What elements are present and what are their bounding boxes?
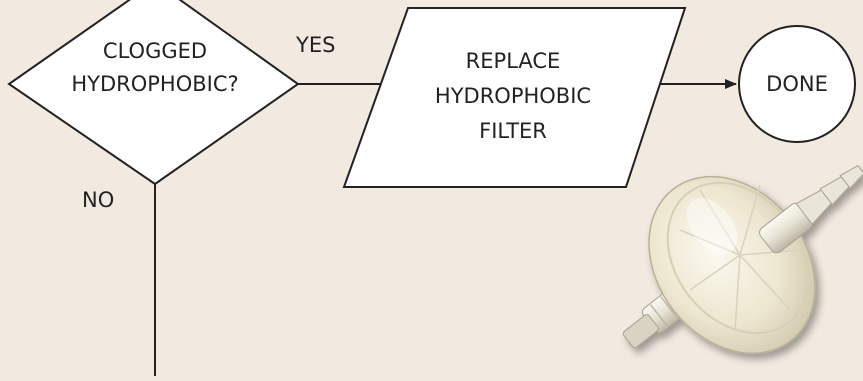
process-parallelogram xyxy=(342,7,687,188)
process-text-line2: HYDROPHOBIC xyxy=(435,84,591,108)
done-text: DONE xyxy=(766,72,828,96)
decision-text-line1: CLOGGED xyxy=(103,39,207,63)
hydrophobic-filter-photo-icon xyxy=(622,165,863,355)
process-text-line1: REPLACE xyxy=(466,49,561,73)
no-label: NO xyxy=(82,188,114,212)
yes-label: YES xyxy=(295,33,335,57)
process-text-line3: FILTER xyxy=(479,119,547,143)
decision-diamond xyxy=(7,0,300,186)
done-terminal-circle xyxy=(738,25,856,143)
decision-text-line2: HYDROPHOBIC? xyxy=(71,72,238,96)
